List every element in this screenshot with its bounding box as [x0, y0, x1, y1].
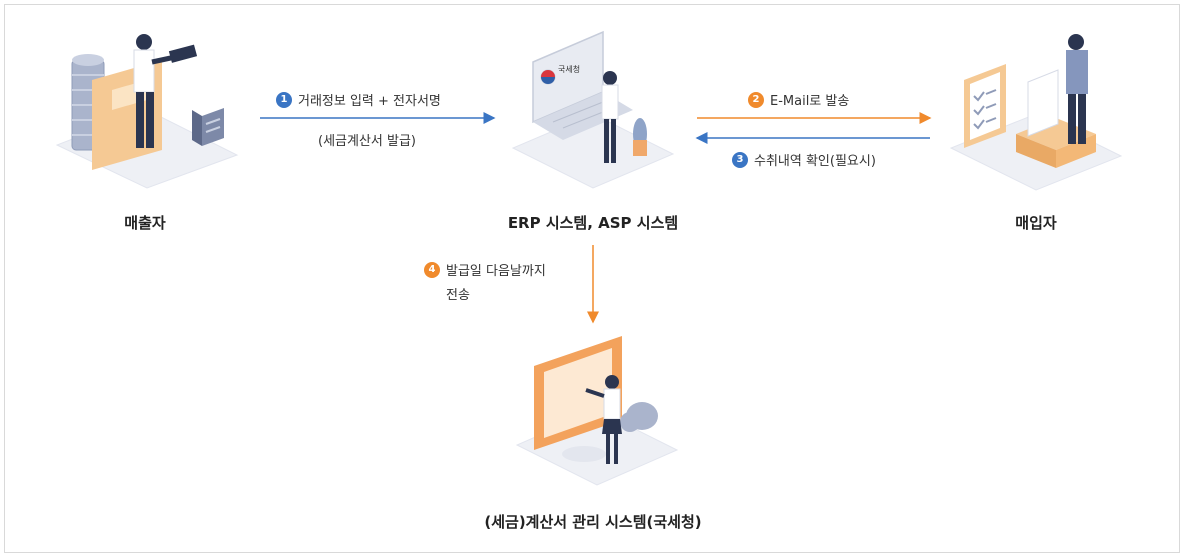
system-illustration: 국세청 — [511, 30, 675, 189]
diagram-frame — [4, 4, 1180, 553]
step1-label: 1 거래정보 입력 + 전자서명 — [276, 90, 441, 109]
step3-badge: 3 — [732, 151, 748, 168]
step1-text: 거래정보 입력 + 전자서명 — [298, 94, 441, 109]
screen-logo-text: 국세청 — [558, 65, 580, 74]
seller-illustration — [55, 34, 239, 189]
seller-label: 매출자 — [124, 214, 166, 232]
step3-text: 수취내역 확인(필요시) — [754, 154, 876, 169]
step2-label: 2 E-Mail로 발송 — [748, 90, 849, 109]
nts-illustration — [515, 336, 679, 486]
step2-badge: 2 — [748, 91, 764, 108]
system-label: ERP 시스템, ASP 시스템 — [507, 214, 679, 232]
step1-subtext: (세금계산서 발급) — [318, 134, 416, 149]
step4-text-line2: 전송 — [446, 288, 470, 303]
step1-badge: 1 — [276, 91, 292, 108]
step4-label: 4 발급일 다음날까지 — [424, 260, 546, 279]
step4-text-line1: 발급일 다음날까지 — [446, 264, 546, 279]
buyer-label: 매입자 — [1015, 214, 1057, 232]
nts-label: (세금)계산서 관리 시스템(국세청) — [484, 513, 702, 531]
step4-badge: 4 — [424, 261, 440, 278]
step3-label: 3 수취내역 확인(필요시) — [732, 150, 876, 169]
buyer-illustration — [949, 34, 1123, 191]
step2-text: E-Mail로 발송 — [770, 94, 850, 109]
